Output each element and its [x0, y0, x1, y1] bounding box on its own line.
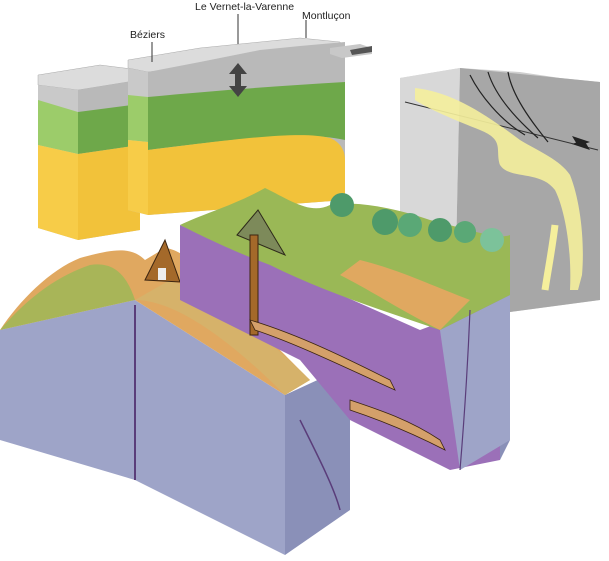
label-le-vernet-la-varenne: Le Vernet-la-Varenne [195, 1, 295, 13]
stratigraphy-blocks [37, 14, 372, 240]
landscape-block [0, 188, 510, 555]
pyramid-headframe-icon [144, 238, 181, 283]
vertical-double-arrow-icon [229, 63, 247, 97]
horizontal-arrow-icon [330, 44, 372, 58]
label-montlucon: Montluçon [302, 10, 351, 22]
shear-arrows-icon [572, 136, 590, 150]
mine-headframe-icon [236, 209, 287, 336]
trees [330, 193, 504, 252]
label-beziers: Béziers [130, 29, 166, 41]
